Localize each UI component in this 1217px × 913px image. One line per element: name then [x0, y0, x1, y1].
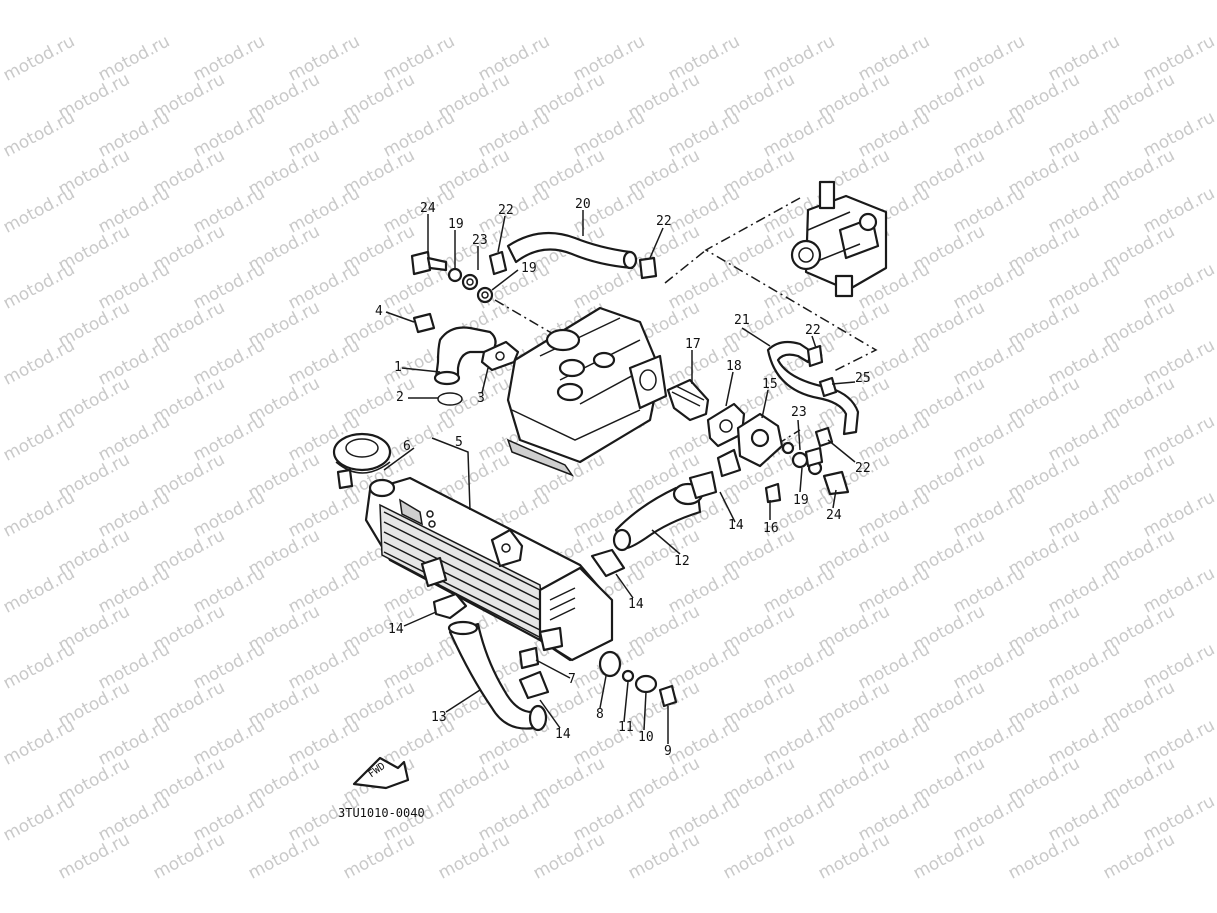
cylinder-head	[506, 306, 668, 477]
callout-25: 25	[855, 371, 871, 386]
callout-3: 3	[477, 391, 485, 406]
callout-24: 24	[826, 508, 842, 523]
callout-22: 22	[805, 323, 821, 338]
callout-20: 20	[575, 197, 591, 212]
fasteners-top	[410, 250, 658, 304]
callout-14: 14	[555, 727, 571, 742]
callout-15: 15	[762, 377, 778, 392]
callout-5: 5	[455, 435, 463, 450]
hose-21	[766, 340, 860, 436]
callout-23: 23	[791, 405, 807, 420]
callout-9: 9	[664, 744, 672, 759]
callout-21: 21	[734, 313, 750, 328]
callout-22: 22	[855, 461, 871, 476]
callout-14: 14	[728, 518, 744, 533]
radiator	[364, 476, 614, 662]
hose-13	[432, 548, 626, 732]
callout-19: 19	[793, 493, 809, 508]
radiator-cap	[332, 432, 392, 490]
callout-6: 6	[403, 439, 411, 454]
leader-lines	[383, 210, 856, 744]
thermostat-group	[666, 378, 850, 504]
callout-24: 24	[420, 201, 436, 216]
callout-14: 14	[628, 597, 644, 612]
callout-4: 4	[375, 304, 383, 319]
callout-2: 2	[396, 390, 404, 405]
callout-11: 11	[618, 720, 634, 735]
callout-22: 22	[498, 203, 514, 218]
water-elbow	[412, 312, 520, 406]
callout-17: 17	[685, 337, 701, 352]
mount-hardware	[598, 650, 678, 708]
hose-12	[612, 470, 718, 552]
callout-14: 14	[388, 622, 404, 637]
callout-7: 7	[568, 672, 576, 687]
callout-10: 10	[638, 730, 654, 745]
callout-22: 22	[656, 214, 672, 229]
callout-18: 18	[726, 359, 742, 374]
callout-8: 8	[596, 707, 604, 722]
callout-1: 1	[394, 360, 402, 375]
fwd-arrow-icon	[352, 756, 410, 790]
callout-19: 19	[521, 261, 537, 276]
diagram-code: 3TU1010-0040	[338, 806, 425, 820]
callout-16: 16	[763, 521, 779, 536]
callout-13: 13	[431, 710, 447, 725]
hose-20	[506, 232, 638, 270]
carburetor	[790, 180, 888, 298]
callout-23: 23	[472, 233, 488, 248]
callout-12: 12	[674, 554, 690, 569]
callout-19: 19	[448, 217, 464, 232]
